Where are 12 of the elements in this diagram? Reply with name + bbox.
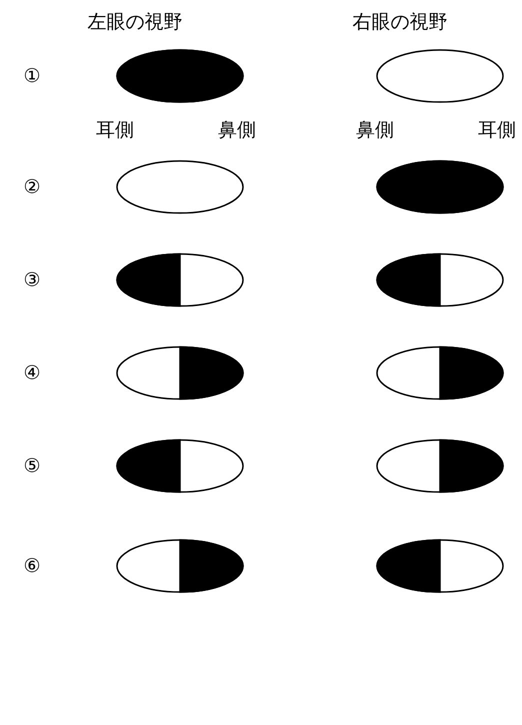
row-label: ③	[23, 268, 41, 291]
column-heading: 左眼の視野	[88, 10, 182, 33]
row-label: ④	[23, 362, 41, 384]
column-heading: 右眼の視野	[352, 10, 448, 33]
row-label: ②	[23, 176, 41, 198]
row-label: ①	[23, 64, 41, 87]
row-label: 鼻側	[356, 118, 394, 141]
row-label: ⑥	[23, 554, 41, 577]
row-label: ⑤	[23, 454, 41, 477]
row-label: 耳側	[96, 118, 134, 141]
row-label: 鼻側	[218, 118, 256, 141]
row-label: 耳側	[478, 118, 516, 141]
